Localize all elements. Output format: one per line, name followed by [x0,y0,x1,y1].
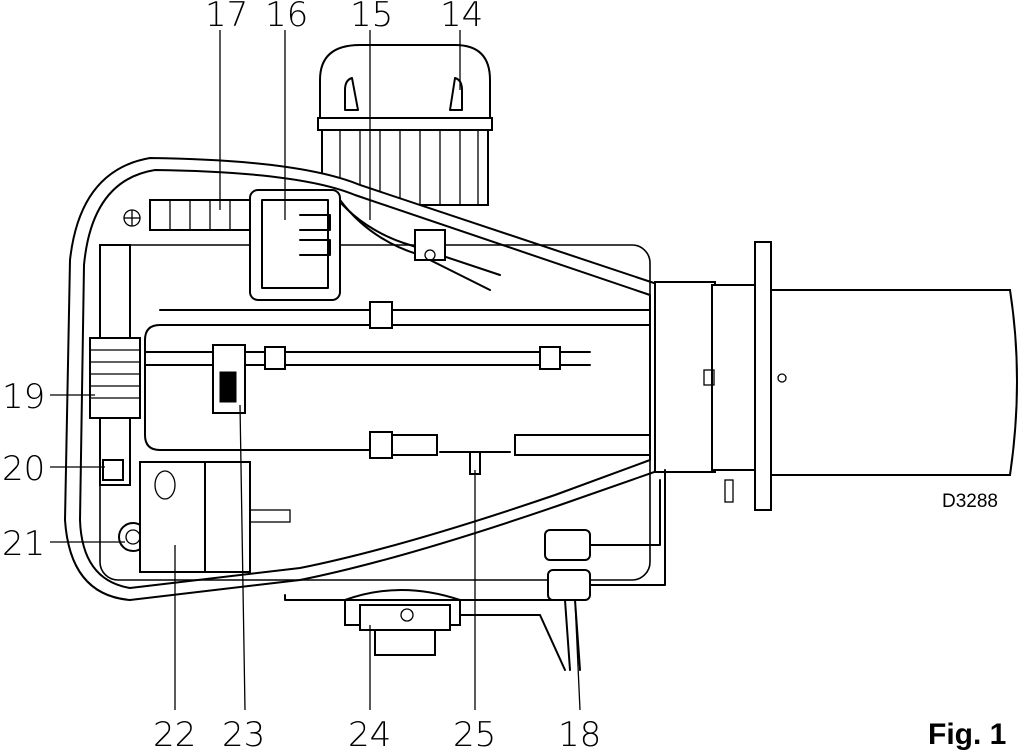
valves [284,469,666,671]
figure-caption: Fig. 1 [928,718,1006,751]
callout-23: 23 [222,715,265,754]
callout-21: 21 [2,524,45,564]
leader-lines [50,30,581,711]
callout-17: 17 [205,0,248,35]
drawing-code: D3288 [942,491,998,512]
internal-piping [144,189,651,475]
callout-14: 14 [440,0,483,35]
callout-24: 24 [348,715,391,754]
callout-19: 19 [2,377,45,417]
pump-assembly [139,461,291,573]
terminal-block [123,199,251,231]
connector [89,244,148,552]
callout-20: 20 [2,449,45,489]
callout-22: 22 [153,715,196,754]
callout-18: 18 [558,715,601,754]
callout-15: 15 [350,0,393,35]
callout-25: 25 [453,715,496,754]
callout-16: 16 [265,0,308,35]
control-box [249,189,341,301]
blast-tube [654,241,1018,511]
